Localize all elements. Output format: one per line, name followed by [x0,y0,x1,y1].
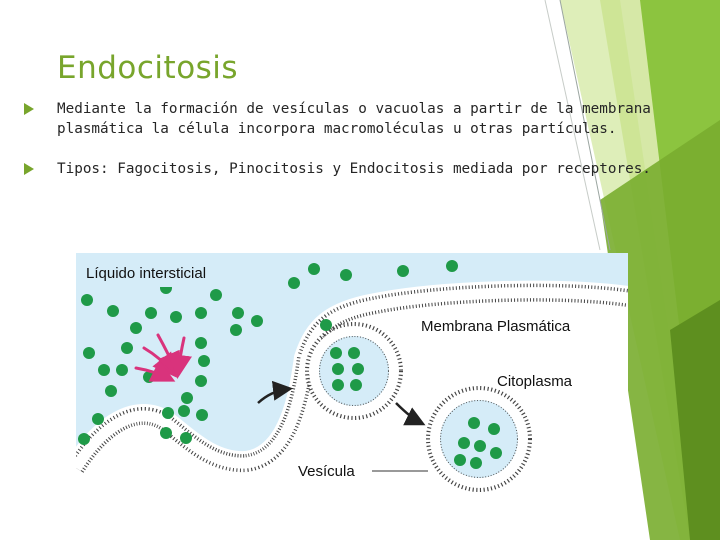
cytoplasm-label: Citoplasma [497,373,573,390]
liquid-label-box [76,261,271,287]
bullet-text: Tipos: Fagocitosis, Pinocitosis y Endoci… [57,161,651,177]
released-vesicle-particles [454,417,502,469]
vesicle-particles [330,347,364,391]
bullet-list: Mediante la formación de vesículas o vac… [22,99,662,199]
extracellular-particles [78,260,458,445]
bullet-item: Mediante la formación de vesículas o vac… [22,99,662,139]
vesicle-label: Vesícula [298,463,355,480]
pink-burst-arrows-icon [134,333,193,382]
slide-title: Endocitosis [57,50,239,86]
vesicle-label-box [294,458,372,482]
liquid-label: Líquido intersticial [86,265,206,282]
triangle-bullet-icon [24,163,34,175]
bullet-item: Tipos: Fagocitosis, Pinocitosis y Endoci… [22,159,662,179]
membrane-label: Membrana Plasmática [421,318,571,335]
endocytosis-diagram: Líquido intersticial Membrana Plasmática… [76,253,628,508]
extracellular-fluid-region [76,253,628,468]
bullet-text: Mediante la formación de vesículas o vac… [57,101,651,137]
membrane-label-box [418,314,596,336]
endocytosis-illustration: Líquido intersticial Membrana Plasmática… [76,253,628,492]
triangle-bullet-icon [24,103,34,115]
movement-arrow-icon [257,380,293,404]
movement-arrow-icon [395,402,426,426]
